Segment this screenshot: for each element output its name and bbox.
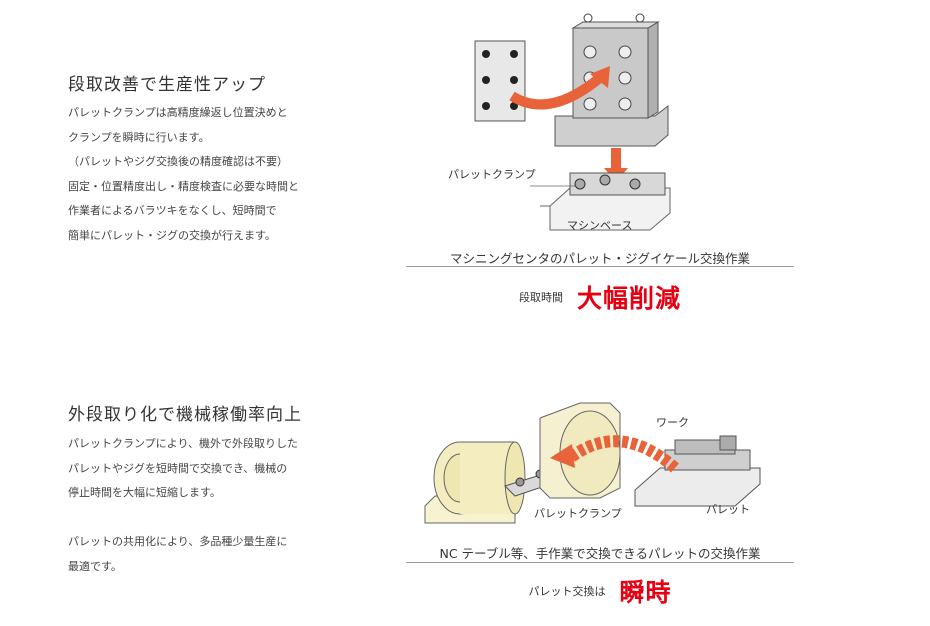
section2-title: 外段取り化で機械稼働率向上 bbox=[68, 405, 302, 425]
section2-divider bbox=[406, 562, 794, 563]
section1-title: 段取改善で生産性アップ bbox=[68, 75, 266, 95]
section1-line: パレットクランプは高精度繰返し位置決めと bbox=[68, 106, 288, 119]
section2-line: 停止時間を大幅に短縮します。 bbox=[68, 486, 221, 499]
section1-line: 固定・位置精度出し・精度検査に必要な時間と bbox=[68, 179, 299, 193]
pallet-change-value: 瞬時 bbox=[619, 578, 672, 607]
section1-line: 簡単にパレット・ジグの交換が行えます。 bbox=[68, 228, 276, 242]
pallet-clamp-label-2: パレットクランプ bbox=[534, 507, 622, 520]
section1-line: （パレットやジグ交換後の精度確認は不要） bbox=[68, 155, 288, 168]
pallet-label: パレット bbox=[706, 503, 750, 516]
section2-line: パレットの共用化により、多品種少量生産に bbox=[68, 535, 288, 548]
machining-center-pallet-illustration bbox=[474, 13, 671, 231]
pallet-change-label: パレット交換は bbox=[528, 585, 606, 598]
section1-caption: マシニングセンタのパレット・ジグイケール交換作業 bbox=[449, 251, 750, 266]
work-label: ワーク bbox=[656, 416, 689, 429]
section2-line bbox=[68, 506, 298, 531]
section2-line: パレットやジグを短時間で交換でき、機械の bbox=[68, 461, 288, 475]
setup-time-label: 段取時間 bbox=[518, 291, 563, 304]
section2-line: パレットクランプにより、機外で外段取りした bbox=[68, 437, 299, 450]
section1-line: 作業者によるバラツキをなくし、短時間で bbox=[68, 204, 277, 217]
section1-divider bbox=[406, 266, 794, 267]
section1-body: パレットクランプは高精度繰返し位置決めと クランプを瞬時に行います。 （パレット… bbox=[68, 101, 299, 248]
section1-result: 段取時間 大幅削減 bbox=[406, 279, 794, 315]
machine-base-label: マシンベース bbox=[567, 219, 633, 232]
pallet-clamp-label: パレットクランプ bbox=[448, 168, 536, 181]
setup-time-value: 大幅削減 bbox=[576, 284, 681, 313]
section1-line: クランプを瞬時に行います。 bbox=[68, 130, 210, 144]
section2-result: パレット交換は 瞬時 bbox=[406, 573, 794, 609]
section2-body: パレットクランプにより、機外で外段取りした パレットやジグを短時間で交換でき、機… bbox=[68, 432, 298, 579]
section2-caption: NC テーブル等、手作業で交換できるパレットの交換作業 bbox=[439, 546, 761, 561]
section2-line: 最適です。 bbox=[68, 559, 122, 573]
nc-table-pallet-illustration bbox=[424, 402, 761, 524]
